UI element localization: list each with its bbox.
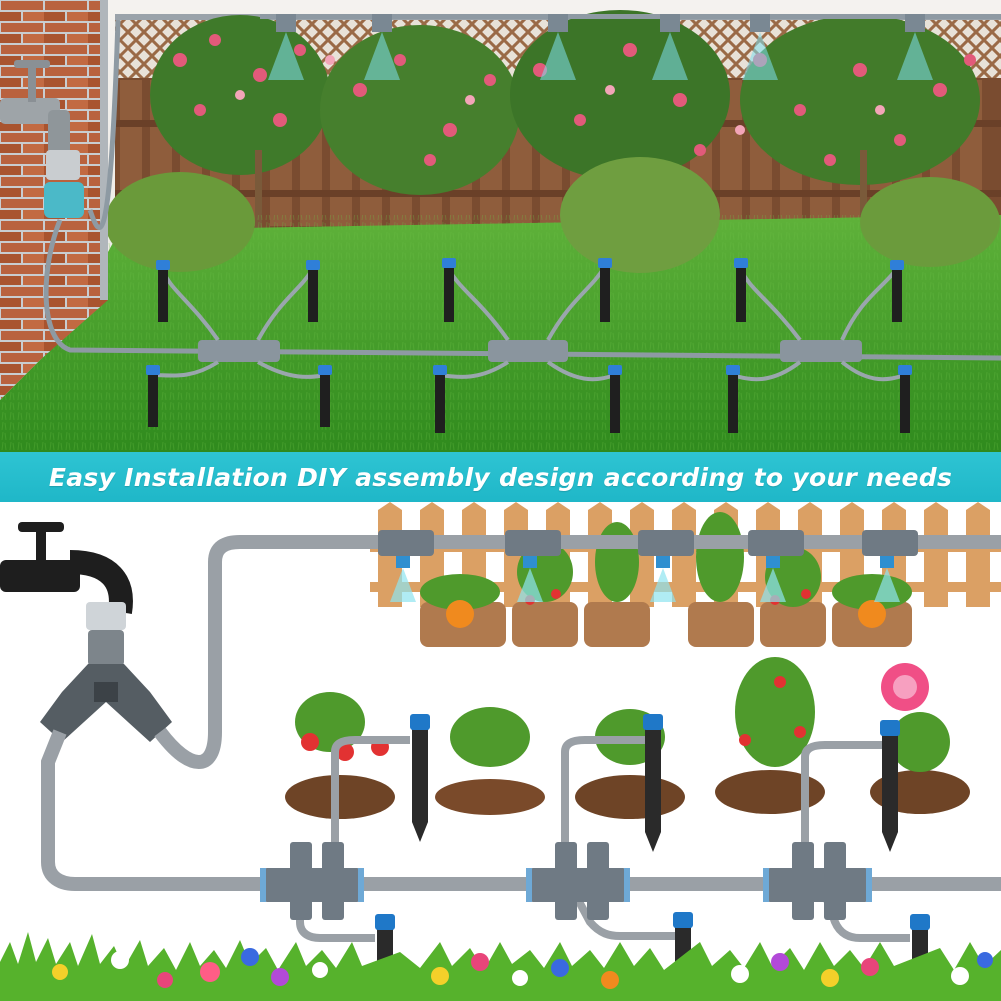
installation-scene [0, 502, 1001, 1001]
garden-scene [0, 0, 1001, 452]
stake-sprinkler-group [146, 258, 912, 433]
garden-photo [0, 0, 1001, 452]
mist-line [208, 530, 1001, 692]
y-splitter [40, 664, 172, 742]
headline-text: Easy Installation DIY assembly design ac… [48, 462, 953, 492]
main-hose [41, 729, 1001, 891]
hose [43, 219, 1001, 361]
rose-bushes [150, 10, 980, 195]
headline-banner: Easy Installation DIY assembly design ac… [0, 452, 1001, 502]
tee-connectors [260, 842, 872, 920]
foreground-grass [0, 932, 1001, 1001]
faucet-icon [0, 60, 84, 218]
overhead-mist-line [260, 14, 1001, 80]
faucet-icon [0, 522, 133, 666]
installation-diagram [0, 502, 1001, 1001]
